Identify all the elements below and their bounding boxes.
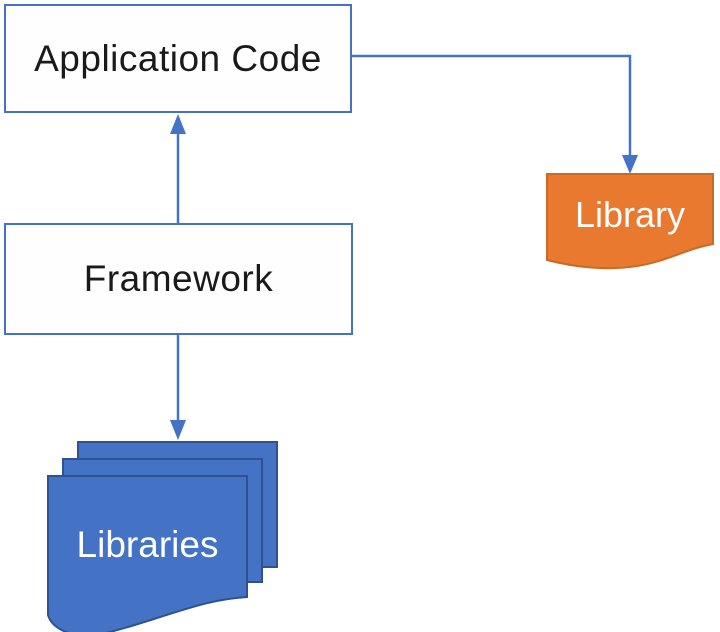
framework-to-libraries-arrow [170, 335, 186, 440]
node-application-code: Application Code [4, 4, 352, 113]
application-to-library-connector [352, 54, 638, 174]
node-framework: Framework [4, 223, 353, 335]
library-document-shape [546, 173, 714, 270]
application-code-label: Application Code [34, 37, 322, 79]
libraries-doc-front [47, 475, 248, 632]
libraries-multidocument-shape [47, 441, 278, 632]
framework-to-application-arrow [170, 114, 186, 223]
framework-label: Framework [83, 258, 274, 299]
